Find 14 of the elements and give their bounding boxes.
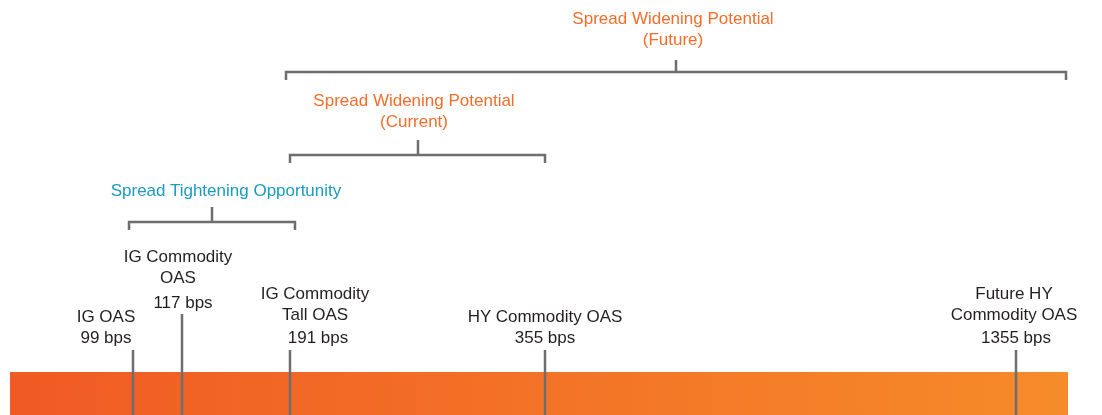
marker-label: HY Commodity OAS bbox=[466, 306, 624, 327]
value-label: 117 bps bbox=[152, 292, 214, 313]
scale-bar bbox=[10, 372, 1068, 415]
bracket-label: Spread Tightening Opportunity bbox=[109, 180, 343, 201]
value-label: 99 bps bbox=[79, 327, 133, 348]
marker-label: IG OAS bbox=[75, 306, 137, 327]
marker-label: IG Commodity OAS bbox=[122, 246, 234, 288]
bracket-label: Spread Widening Potential (Future) bbox=[571, 8, 775, 50]
marker-label: IG Commodity Tall OAS bbox=[259, 283, 371, 325]
bracket-label: Spread Widening Potential (Current) bbox=[312, 90, 516, 132]
value-label: 1355 bps bbox=[980, 327, 1052, 348]
marker-label: Future HY Commodity OAS bbox=[949, 283, 1079, 325]
value-label: 355 bps bbox=[513, 327, 577, 348]
value-label: 191 bps bbox=[286, 327, 350, 348]
